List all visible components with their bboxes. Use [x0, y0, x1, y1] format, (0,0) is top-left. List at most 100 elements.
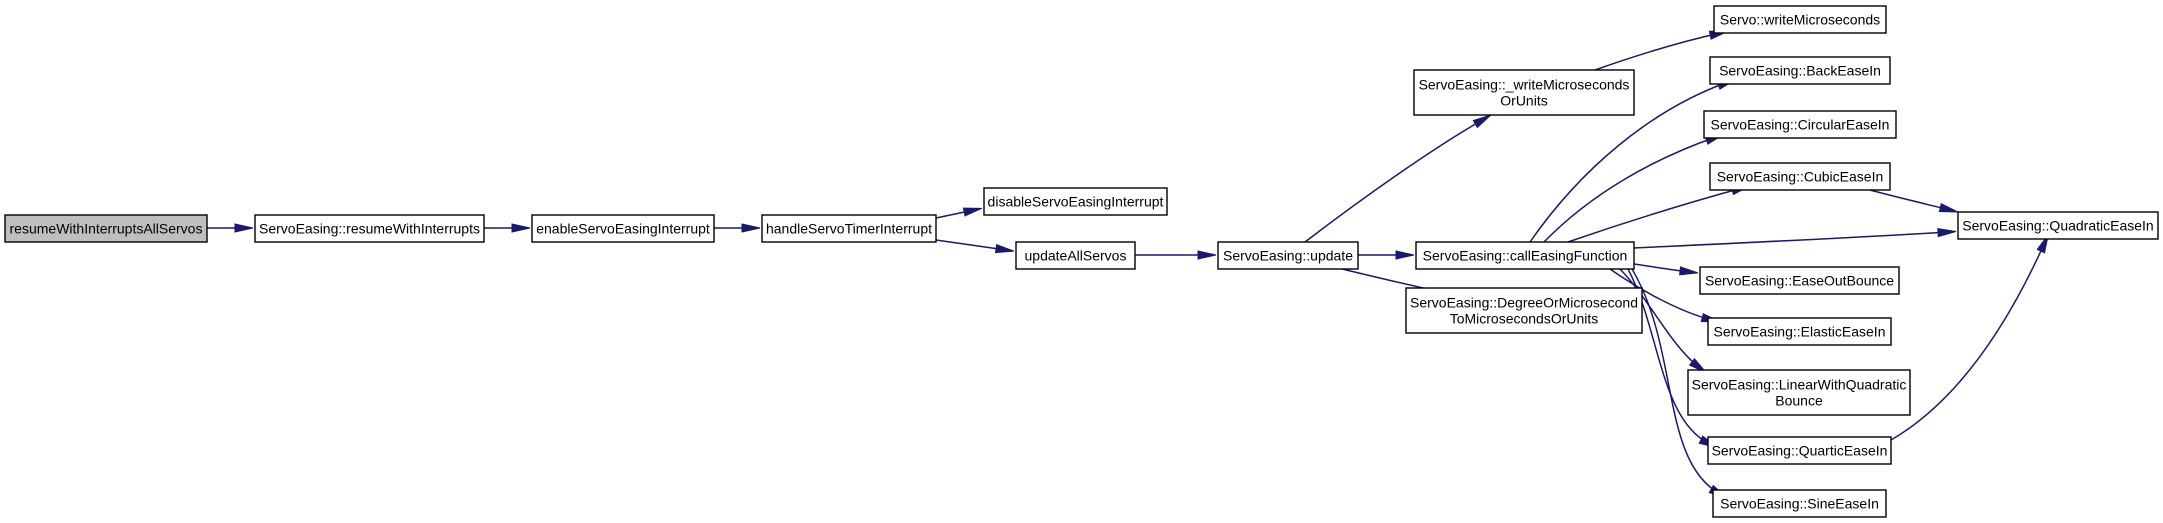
node-disableInt[interactable]: disableServoEasingInterrupt	[983, 187, 1168, 216]
node-backEaseIn[interactable]: ServoEasing::BackEaseIn	[1709, 56, 1891, 85]
node-handleTimer[interactable]: handleServoTimerInterrupt	[761, 214, 937, 243]
edge-callEasing-to-cubicEaseIn	[1567, 185, 1750, 243]
edge-quarticEaseIn-to-quadraticEaseIn	[1890, 234, 2049, 441]
node-label: handleServoTimerInterrupt	[766, 221, 932, 237]
node-updateAll[interactable]: updateAllServos	[1015, 241, 1136, 270]
arrowhead-icon	[1472, 114, 1492, 129]
node-box	[983, 187, 1168, 216]
arrowhead-icon	[994, 243, 1015, 254]
arrowhead-icon	[1197, 250, 1217, 260]
edge-callEasing-to-easeOutBounce	[1633, 263, 1699, 276]
node-label: ToMicrosecondsOrUnits	[1450, 311, 1599, 327]
node-root: resumeWithInterruptsAllServos	[4, 214, 208, 243]
node-label: ServoEasing::QuarticEaseIn	[1712, 443, 1888, 459]
node-box	[531, 214, 715, 243]
node-circularEaseIn[interactable]: ServoEasing::CircularEaseIn	[1703, 110, 1897, 139]
node-box	[1699, 266, 1900, 295]
edge-handleTimer-to-disableInt	[935, 207, 983, 219]
node-label: ServoEasing::resumeWithInterrupts	[259, 221, 480, 237]
node-label: Bounce	[1775, 393, 1823, 409]
arrowhead-icon	[1395, 250, 1415, 260]
node-box	[1217, 241, 1359, 270]
node-box	[1709, 56, 1891, 85]
node-label: ServoEasing::DegreeOrMicrosecond	[1410, 295, 1638, 311]
node-label: ServoEasing::CircularEaseIn	[1711, 117, 1890, 133]
node-resumeWithInterrupts[interactable]: ServoEasing::resumeWithInterrupts	[254, 214, 485, 243]
edge-resumeWithInterrupts-to-enableInt	[484, 223, 531, 233]
node-box	[1712, 489, 1887, 518]
edge-update-to-callEasing	[1358, 250, 1415, 260]
node-box	[254, 214, 485, 243]
node-update[interactable]: ServoEasing::update	[1217, 241, 1359, 270]
edge-line	[1567, 187, 1743, 243]
arrowhead-icon	[234, 223, 254, 233]
node-label: updateAllServos	[1025, 248, 1127, 264]
node-label: Servo::writeMicroseconds	[1720, 12, 1880, 28]
edge-callEasing-to-circularEaseIn	[1543, 133, 1724, 243]
node-box	[1415, 241, 1635, 270]
node-label: ServoEasing::ElasticEaseIn	[1714, 324, 1886, 340]
node-label: ServoEasing::BackEaseIn	[1719, 63, 1881, 79]
edge-line	[1890, 241, 2046, 441]
node-quadraticEaseIn[interactable]: ServoEasing::QuadraticEaseIn	[1957, 211, 2159, 240]
node-box	[1957, 211, 2159, 240]
edge-line	[1304, 118, 1485, 243]
edge-line	[1619, 268, 1701, 369]
arrowhead-icon	[1937, 228, 1957, 238]
edge-update-to-writeMicroOrUnits	[1304, 114, 1492, 243]
edge-line	[1543, 136, 1717, 243]
node-label: OrUnits	[1500, 93, 1547, 109]
node-label: disableServoEasingInterrupt	[988, 194, 1164, 210]
edge-handleTimer-to-updateAll	[935, 239, 1015, 254]
node-degreeOrMicro[interactable]: ServoEasing::DegreeOrMicrosecondToMicros…	[1405, 287, 1643, 334]
node-enableInt[interactable]: enableServoEasingInterrupt	[531, 214, 715, 243]
edge-root-to-resumeWithInterrupts	[207, 223, 254, 233]
edges-layer	[207, 30, 2049, 499]
node-box	[761, 214, 937, 243]
node-label: ServoEasing::_writeMicroseconds	[1419, 77, 1630, 93]
node-box	[1687, 369, 1911, 416]
node-sineEaseIn[interactable]: ServoEasing::SineEaseIn	[1712, 489, 1887, 518]
arrowhead-icon	[1938, 202, 1958, 213]
node-box	[1703, 110, 1897, 139]
edge-cubicEaseIn-to-quadraticEaseIn	[1869, 189, 1958, 213]
node-easeOutBounce[interactable]: ServoEasing::EaseOutBounce	[1699, 266, 1900, 295]
edge-updateAll-to-update	[1135, 250, 1217, 260]
node-label: ServoEasing::LinearWithQuadratic	[1692, 377, 1907, 393]
node-label: ServoEasing::callEasingFunction	[1423, 248, 1628, 264]
node-box	[1405, 287, 1643, 334]
node-cubicEaseIn[interactable]: ServoEasing::CubicEaseIn	[1709, 162, 1891, 191]
edge-line	[935, 239, 1007, 251]
node-elasticEaseIn[interactable]: ServoEasing::ElasticEaseIn	[1707, 317, 1892, 346]
edge-line	[1631, 268, 1721, 495]
node-box	[1707, 317, 1892, 346]
node-quarticEaseIn[interactable]: ServoEasing::QuarticEaseIn	[1707, 436, 1892, 465]
edge-line	[1869, 189, 1951, 211]
arrowhead-icon	[511, 223, 531, 233]
node-label: ServoEasing::QuadraticEaseIn	[1962, 218, 2153, 234]
node-box	[1413, 69, 1635, 116]
arrowhead-icon	[1679, 266, 1699, 276]
edge-line	[1609, 268, 1713, 321]
node-label: ServoEasing::EaseOutBounce	[1705, 273, 1894, 289]
node-box	[1015, 241, 1136, 270]
edge-enableInt-to-handleTimer	[714, 223, 761, 233]
node-label: ServoEasing::SineEaseIn	[1720, 496, 1879, 512]
node-label: ServoEasing::CubicEaseIn	[1717, 169, 1884, 185]
arrowhead-icon	[741, 223, 761, 233]
node-servoWrite[interactable]: Servo::writeMicroseconds	[1713, 5, 1887, 34]
node-box	[1709, 162, 1891, 191]
edge-writeMicroOrUnits-to-servoWrite	[1594, 30, 1729, 71]
edge-line	[1594, 32, 1721, 71]
node-callEasing[interactable]: ServoEasing::callEasingFunction	[1415, 241, 1635, 270]
node-box	[1713, 5, 1887, 34]
node-label: ServoEasing::update	[1223, 248, 1353, 264]
node-box	[1707, 436, 1892, 465]
edge-line	[1633, 231, 1949, 249]
node-box	[4, 214, 208, 243]
node-label: resumeWithInterruptsAllServos	[10, 221, 203, 237]
